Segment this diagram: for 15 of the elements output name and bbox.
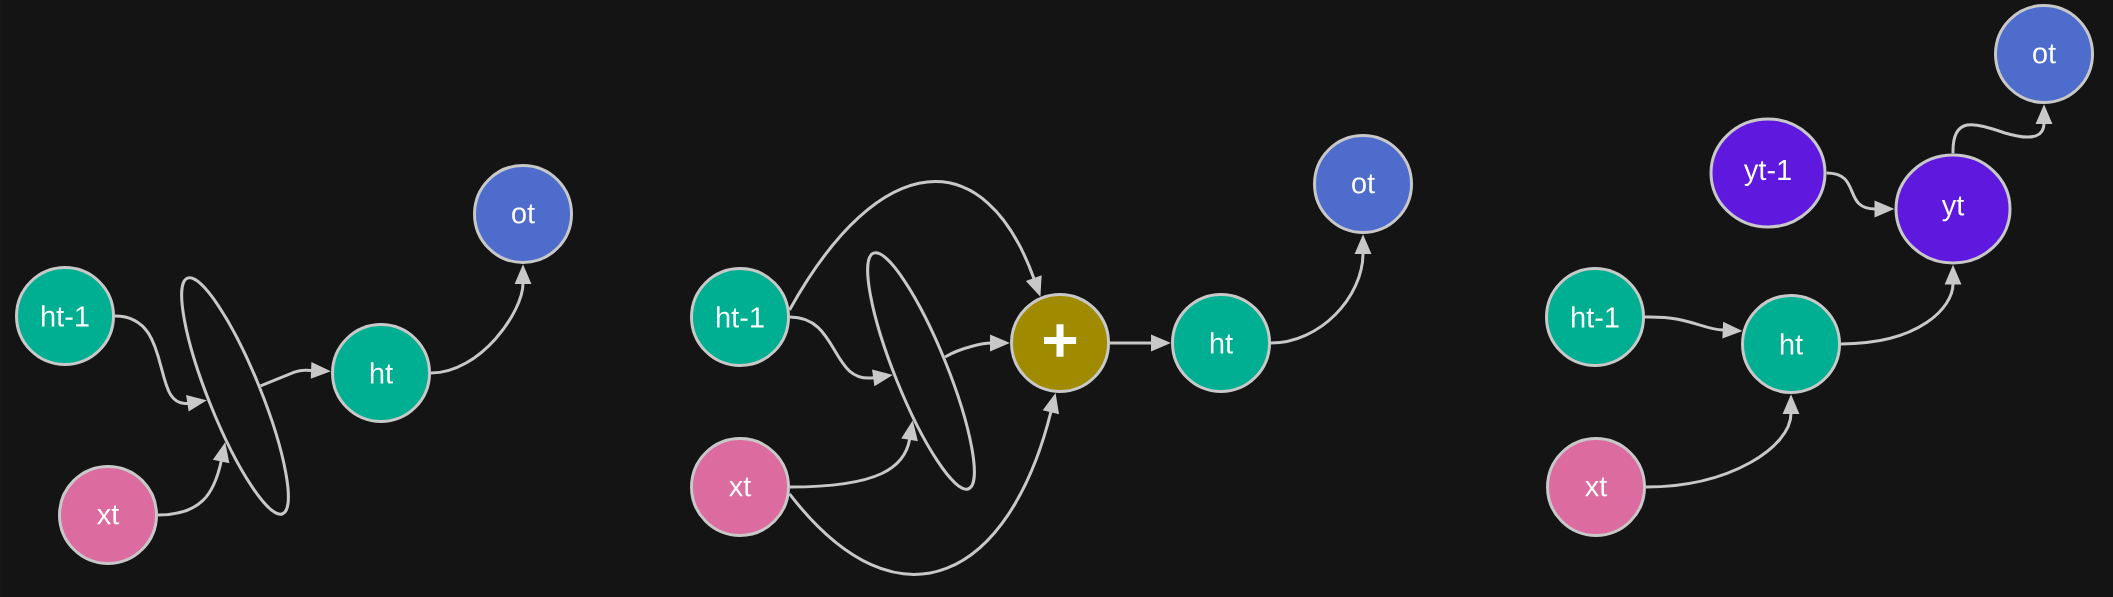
circle-node: ot	[1313, 134, 1413, 234]
circle-node: ht	[331, 323, 431, 423]
circle-node: ht	[1171, 293, 1271, 393]
circle-node: xt	[690, 437, 790, 537]
arrow	[788, 180, 1042, 311]
circle-node: xt	[1546, 437, 1646, 537]
circle-node: xt	[58, 465, 158, 565]
oval-node: yt	[1894, 153, 2012, 265]
circle-node: ht	[1741, 294, 1841, 394]
circle-node: ht-1	[15, 266, 115, 366]
circle-node: ht-1	[1545, 267, 1645, 367]
circle-node: ht-1	[690, 267, 790, 367]
circle-node: ot	[1994, 4, 2094, 104]
oval-node: yt-1	[1709, 117, 1827, 229]
circle-node: ot	[473, 164, 573, 264]
